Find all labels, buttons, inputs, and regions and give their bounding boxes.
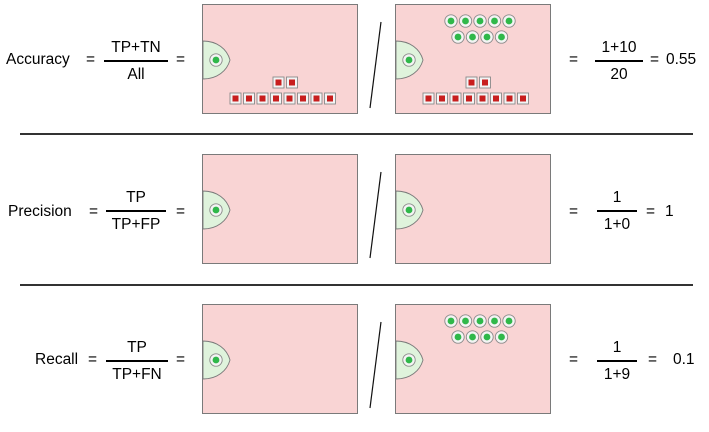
precision-row: Precision = TP TP+FP = = 1 1+0 = 1	[0, 150, 709, 282]
formula-fraction-bar	[106, 360, 168, 362]
equals-sign: =	[569, 51, 579, 68]
result-numerator: 1	[612, 189, 622, 206]
result-value: 0.55	[666, 51, 697, 68]
result-fraction-bar	[595, 60, 643, 62]
result-fraction-bar	[597, 210, 637, 212]
equals-sign: =	[86, 51, 96, 68]
equals-sign: =	[648, 351, 658, 368]
formula-numerator: TP	[127, 339, 147, 356]
result-denominator: 20	[610, 66, 628, 83]
equals-sign: =	[569, 351, 579, 368]
equals-sign: =	[646, 203, 656, 220]
row-divider	[20, 284, 693, 286]
result-fraction-bar	[597, 360, 637, 362]
metric-label: Recall	[35, 351, 79, 368]
numerator-panel	[202, 4, 358, 114]
result-denominator: 1+0	[603, 216, 631, 233]
numerator-panel	[202, 154, 358, 264]
equals-sign: =	[89, 203, 99, 220]
formula-fraction-bar	[106, 210, 166, 212]
row-divider	[20, 133, 693, 135]
equals-sign: =	[176, 51, 186, 68]
accuracy-row: Accuracy = TP+TN All = = 1+10 20 = 0.55	[0, 0, 709, 132]
equals-sign: =	[88, 351, 98, 368]
formula-numerator: TP+TN	[111, 39, 161, 56]
formula-denominator: TP+FN	[112, 366, 162, 383]
result-value: 0.1	[673, 351, 695, 368]
division-slash	[369, 21, 382, 109]
numerator-panel	[202, 304, 358, 414]
formula-numerator: TP	[126, 189, 146, 206]
denominator-panel	[395, 154, 551, 264]
division-slash	[369, 171, 382, 259]
metric-label: Precision	[8, 203, 72, 220]
result-numerator: 1	[612, 339, 622, 356]
equals-sign: =	[569, 203, 579, 220]
division-slash	[369, 321, 382, 409]
formula-fraction-bar	[104, 60, 168, 62]
equals-sign: =	[176, 351, 186, 368]
result-denominator: 1+9	[603, 366, 631, 383]
result-numerator: 1+10	[601, 39, 637, 56]
result-value: 1	[665, 203, 674, 220]
denominator-panel	[395, 304, 551, 414]
formula-denominator: TP+FP	[111, 216, 161, 233]
equals-sign: =	[176, 203, 186, 220]
equals-sign: =	[650, 51, 660, 68]
formula-denominator: All	[127, 66, 145, 83]
denominator-panel	[395, 4, 551, 114]
metric-label: Accuracy	[6, 51, 70, 68]
recall-row: Recall = TP TP+FN = = 1 1+9 = 0.1	[0, 300, 709, 432]
